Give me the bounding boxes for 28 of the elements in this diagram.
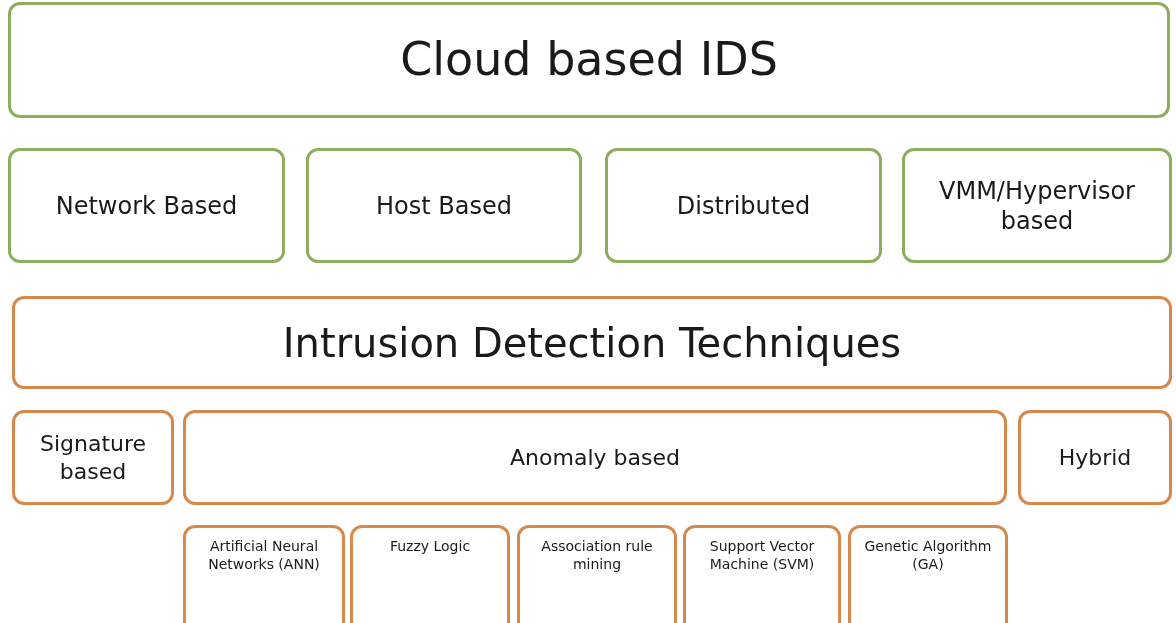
category-box — [8, 2, 1170, 118]
category-box — [183, 525, 345, 623]
box-label: Cloud based IDS — [399, 31, 779, 89]
box-label: Host Based — [375, 190, 513, 221]
box-label: Intrusion Detection Techniques — [281, 318, 903, 368]
box-label: Support Vector Machine (SVM) — [708, 538, 816, 573]
category-box — [517, 525, 677, 623]
box-label: Artificial Neural Networks (ANN) — [207, 538, 321, 573]
box-label: Fuzzy Logic — [388, 538, 472, 556]
category-box — [306, 148, 582, 263]
category-box — [902, 148, 1172, 263]
category-box — [12, 410, 174, 505]
category-box — [683, 525, 841, 623]
box-label: VMM/Hypervisor based — [938, 175, 1136, 236]
box-label: Hybrid — [1057, 443, 1133, 472]
category-box — [848, 525, 1008, 623]
category-box — [1018, 410, 1172, 505]
category-box — [183, 410, 1007, 505]
box-label: Association rule mining — [540, 538, 654, 573]
box-label: Genetic Algorithm (GA) — [863, 538, 993, 573]
box-label: Signature based — [38, 430, 148, 485]
category-box — [605, 148, 882, 263]
box-label: Anomaly based — [509, 443, 681, 472]
category-box — [12, 296, 1172, 389]
category-box — [8, 148, 285, 263]
box-label: Network Based — [54, 190, 239, 221]
category-box — [350, 525, 510, 623]
box-label: Distributed — [675, 190, 812, 221]
